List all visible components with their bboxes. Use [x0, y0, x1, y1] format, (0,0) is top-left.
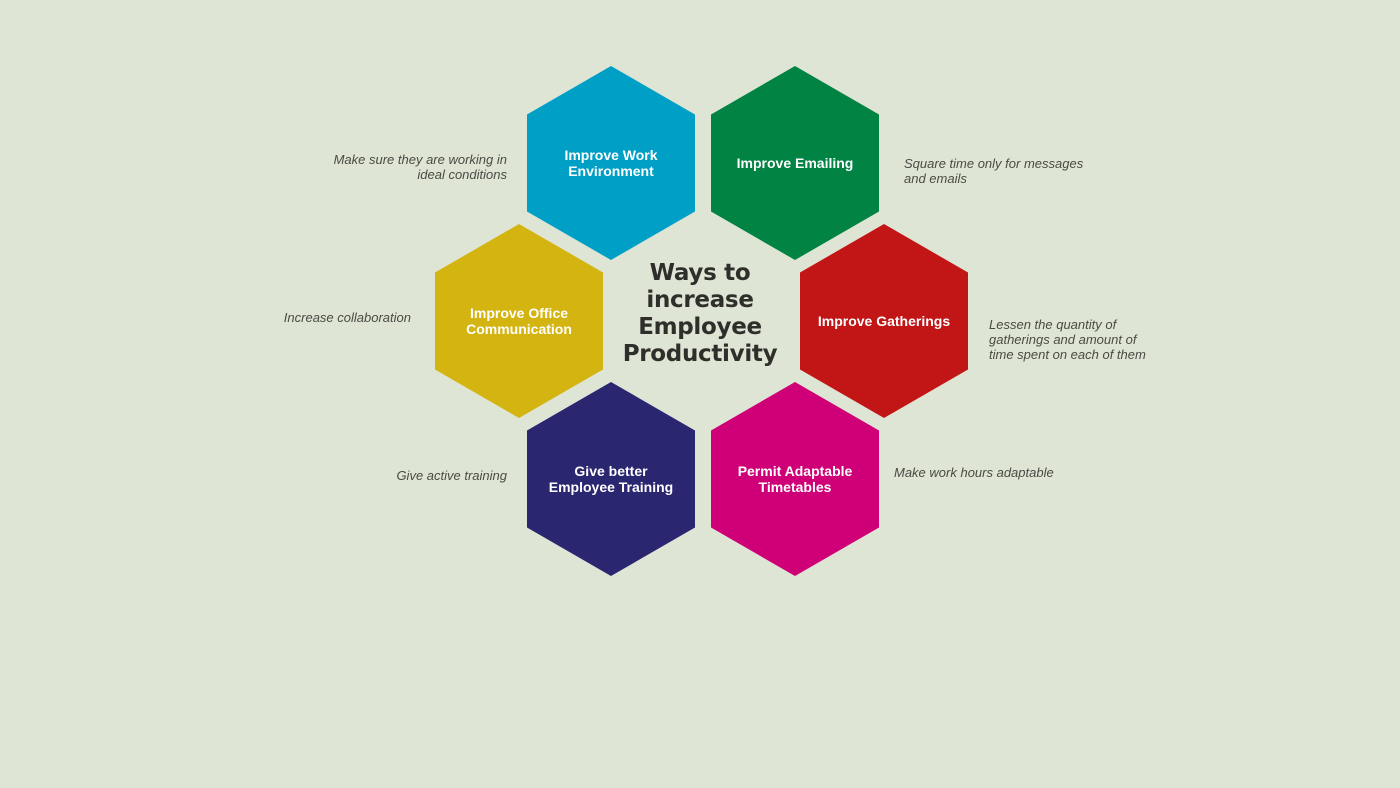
hexagon-permit-adaptable-timetables: Permit Adaptable Timetables: [711, 382, 879, 576]
hexagon-improve-office-communication: Improve Office Communication: [435, 224, 603, 418]
hexagon-improve-emailing: Improve Emailing: [711, 66, 879, 260]
hexagon-give-better-employee-training: Give better Employee Training: [527, 382, 695, 576]
hexagon-improve-gatherings: Improve Gatherings: [800, 224, 968, 418]
hexagon-label: Improve Gatherings: [817, 313, 951, 329]
hexagon-label: Improve Office Communication: [466, 305, 572, 337]
hexagon-label: Give better Employee Training: [548, 463, 674, 495]
hexagon-improve-work-environment: Improve Work Environment: [527, 66, 695, 260]
diagram-title: Ways to increase Employee Productivity: [622, 260, 778, 367]
hexagon-label: Improve Work Environment: [564, 147, 658, 179]
description-office-communication: Increase collaboration: [283, 310, 411, 325]
description-employee-training: Give active training: [396, 468, 507, 483]
description-emailing: Square time only for messages and emails: [904, 156, 1084, 186]
hexagon-label: Permit Adaptable Timetables: [737, 463, 853, 495]
description-gatherings: Lessen the quantity of gatherings and am…: [989, 317, 1146, 362]
description-work-environment: Make sure they are working in ideal cond…: [333, 152, 507, 182]
hexagon-label: Improve Emailing: [736, 155, 854, 171]
description-adaptable-timetables: Make work hours adaptable: [894, 465, 1054, 480]
